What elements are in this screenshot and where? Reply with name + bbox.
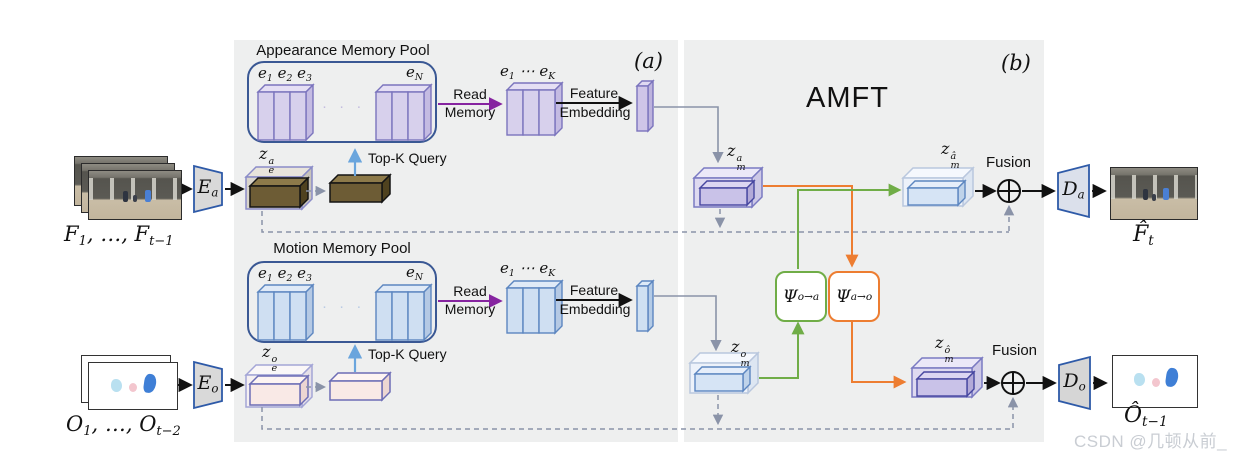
predicted-flow-label: Ôt−1: [1124, 403, 1168, 431]
flow-blob-cyan: [1134, 373, 1145, 387]
person-figure-blue: [1163, 188, 1170, 201]
motion-cells-left: [256, 283, 315, 342]
feature-label-appearance: Feature: [569, 85, 619, 101]
encoder-eo-shape: [193, 360, 223, 410]
input-frames-label: F1, …, Ft−1: [64, 222, 174, 249]
encoder-ea-label: Ea: [197, 176, 219, 200]
fusion-plus-motion: [1001, 371, 1025, 395]
fusion-plus-appearance: [997, 179, 1021, 203]
watermark-text: CSDN @几顿从前_: [1074, 432, 1228, 451]
decoder-do-label: Do: [1063, 370, 1086, 394]
appearance-cells-right: [374, 83, 433, 142]
scene-pillars: [89, 177, 181, 200]
amft-title: AMFT: [806, 82, 889, 114]
dashed-skip-connections: [261, 185, 1019, 430]
panel-a-label: (a): [634, 49, 663, 73]
motion-pool-outline: [247, 261, 437, 343]
fusion-label-motion: Fusion: [992, 342, 1038, 359]
appearance-cell-n-label: eN: [406, 63, 424, 83]
person-figure: [1142, 189, 1148, 201]
motion-query-box: [328, 371, 392, 402]
appearance-query-box: [328, 173, 392, 204]
input-frames-front: [88, 170, 182, 220]
flow-blob-blue: [143, 373, 158, 394]
panel-b-label: (b): [1001, 51, 1031, 75]
read-label-appearance: Read: [453, 86, 487, 102]
orange-cross-path: [763, 185, 907, 389]
green-cross-path: [759, 183, 902, 379]
motion-cells-right: [374, 283, 433, 342]
zma-core: [698, 179, 756, 207]
memory-label-motion: Memory: [444, 301, 496, 317]
person-figure: [1152, 193, 1157, 201]
motion-cell-n-label: eN: [406, 263, 424, 283]
appearance-pool-dots: · · ·: [322, 98, 366, 115]
decoder-da-label: Da: [1062, 178, 1085, 202]
flow-blob-pink: [129, 383, 138, 393]
person-figure: [133, 195, 138, 202]
motion-pool-dots: · · ·: [322, 298, 366, 315]
scene-pillars: [1111, 175, 1197, 199]
input-flow-front: [88, 362, 178, 410]
flow-blob-blue: [1164, 367, 1180, 388]
topk-query-label-motion: Top-K Query: [368, 346, 447, 362]
read-memory-arrows: [438, 97, 503, 308]
appearance-pool-title: Appearance Memory Pool: [256, 42, 430, 59]
read-label-motion: Read: [453, 283, 487, 299]
motion-latent-box: [248, 374, 310, 407]
topk-query-label-appearance: Top-K Query: [368, 150, 447, 166]
appearance-pool-outline: [247, 61, 437, 143]
person-figure-blue: [145, 190, 152, 203]
black-arrows: [178, 95, 1108, 393]
motion-topk-cell-labels: e1 ⋯ eK: [500, 259, 556, 279]
appearance-cells-topk: [505, 81, 564, 137]
zmo-core: [693, 365, 752, 393]
motion-pool-title: Motion Memory Pool: [273, 240, 411, 257]
appearance-topk-cell-labels: e1 ⋯ eK: [500, 62, 556, 82]
decoder-da-shape: [1057, 163, 1090, 219]
zma-hat-core: [906, 179, 967, 207]
motion-cells-topk: [505, 279, 564, 335]
embedding-label-motion: Embedding: [559, 301, 631, 317]
memory-label-appearance: Memory: [444, 104, 496, 120]
predicted-frame-image: [1110, 167, 1198, 220]
appearance-embedded-bar: [635, 79, 655, 133]
encoder-eo-label: Eo: [197, 372, 219, 396]
decoder-do-shape: [1058, 355, 1091, 411]
predicted-frame-label: F̂t: [1133, 222, 1154, 250]
person-figure: [123, 191, 129, 203]
embedding-label-appearance: Embedding: [559, 104, 631, 120]
encoder-ea-shape: [193, 164, 223, 214]
zmo-hat-core: [915, 370, 976, 398]
motion-embedded-bar: [635, 279, 655, 333]
input-flow-label: O1, …, Ot−2: [66, 412, 181, 439]
fusion-label-appearance: Fusion: [986, 154, 1032, 171]
flow-blob-pink: [1151, 378, 1160, 388]
gray-routing: [654, 106, 724, 352]
predicted-flow-image: [1112, 355, 1198, 408]
appearance-latent-box: [248, 176, 310, 209]
flow-blob-cyan: [111, 378, 122, 392]
feature-label-motion: Feature: [569, 282, 619, 298]
appearance-cell-labels: e1 e2 e3: [258, 64, 312, 84]
appearance-cells-left: [256, 83, 315, 142]
motion-cell-labels: e1 e2 e3: [258, 264, 312, 284]
